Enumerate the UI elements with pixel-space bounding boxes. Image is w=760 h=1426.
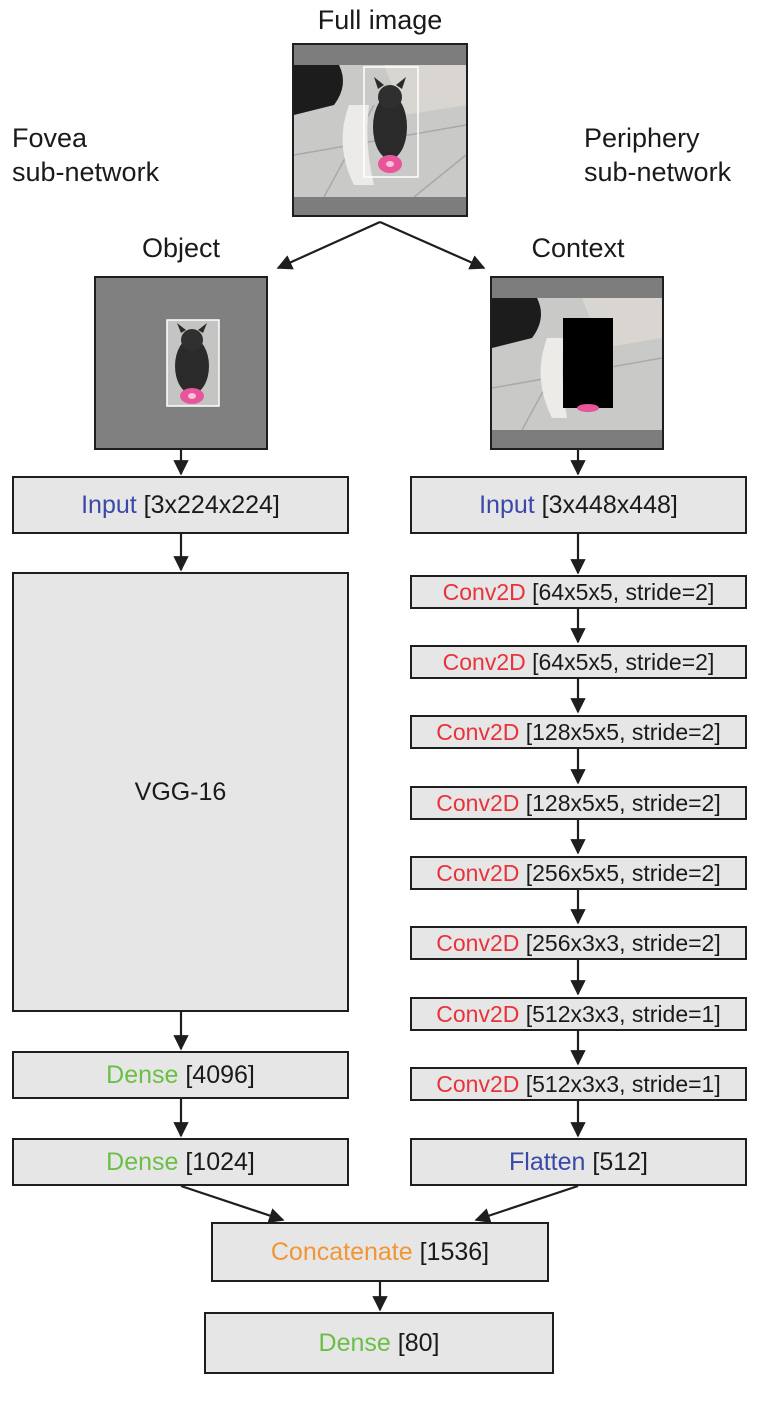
conv-spec: [256x3x3, stride=2]	[519, 929, 721, 956]
conv-layer-5: Conv2D [256x5x5, stride=2]	[410, 856, 747, 890]
conv-kind: Conv2D	[436, 859, 520, 886]
arrow-flatten-to-concat	[474, 1184, 579, 1223]
final-dense-box: Dense [80]	[204, 1312, 554, 1374]
arrow-full-to-object	[276, 220, 381, 270]
fovea-dense2-kind: Dense	[106, 1147, 179, 1176]
concatenate-kind: Concatenate	[270, 1237, 413, 1266]
final-dense-spec: [80]	[390, 1328, 440, 1357]
vgg16-label: VGG-16	[134, 777, 227, 806]
conv-layer-3: Conv2D [128x5x5, stride=2]	[410, 715, 747, 749]
conv-layer-1: Conv2D [64x5x5, stride=2]	[410, 575, 747, 609]
vgg16-box: VGG-16	[12, 572, 349, 1012]
conv-kind: Conv2D	[442, 648, 526, 675]
conv-kind: Conv2D	[436, 1070, 520, 1097]
conv-spec: [64x5x5, stride=2]	[525, 578, 715, 605]
conv-spec: [512x3x3, stride=1]	[519, 1000, 721, 1027]
concatenate-spec: [1536]	[412, 1237, 490, 1266]
conv-kind: Conv2D	[436, 718, 520, 745]
context-illustration	[492, 278, 662, 448]
flatten-box: Flatten [512]	[410, 1138, 747, 1186]
concatenate-box: Concatenate [1536]	[211, 1222, 549, 1282]
context-title: Context	[531, 233, 625, 263]
conv-spec: [128x5x5, stride=2]	[519, 718, 721, 745]
fovea-input-kind: Input	[81, 490, 137, 519]
periphery-input-spec: [3x448x448]	[534, 490, 678, 519]
periphery-input-kind: Input	[479, 490, 535, 519]
conv-spec: [64x5x5, stride=2]	[525, 648, 715, 675]
conv-kind: Conv2D	[436, 929, 520, 956]
arrow-dense2-to-concat	[180, 1184, 285, 1223]
context-photo	[490, 276, 664, 450]
conv-layer-8: Conv2D [512x3x3, stride=1]	[410, 1067, 747, 1101]
fovea-dense2-box: Dense [1024]	[12, 1138, 349, 1186]
full-image-illustration	[294, 45, 466, 215]
periphery-input-box: Input [3x448x448]	[410, 476, 747, 534]
fovea-title: Fovea sub-network	[12, 123, 160, 187]
full-image-photo	[292, 43, 468, 217]
full-image-title: Full image	[317, 5, 443, 35]
fovea-dense1-box: Dense [4096]	[12, 1051, 349, 1099]
fovea-dense2-spec: [1024]	[178, 1147, 255, 1176]
final-dense-kind: Dense	[318, 1328, 391, 1357]
arrow-full-to-context	[379, 220, 486, 270]
conv-layer-2: Conv2D [64x5x5, stride=2]	[410, 645, 747, 679]
conv-layer-4: Conv2D [128x5x5, stride=2]	[410, 786, 747, 820]
conv-kind: Conv2D	[442, 578, 526, 605]
conv-spec: [128x5x5, stride=2]	[519, 789, 721, 816]
fovea-input-box: Input [3x224x224]	[12, 476, 349, 534]
conv-spec: [256x5x5, stride=2]	[519, 859, 721, 886]
conv-spec: [512x3x3, stride=1]	[519, 1070, 721, 1097]
flatten-kind: Flatten	[509, 1147, 586, 1176]
fovea-dense1-kind: Dense	[106, 1060, 179, 1089]
object-title: Object	[141, 233, 221, 263]
conv-kind: Conv2D	[436, 1000, 520, 1027]
object-illustration	[96, 278, 266, 448]
periphery-title: Periphery sub-network	[584, 123, 732, 187]
conv-layer-6: Conv2D [256x3x3, stride=2]	[410, 926, 747, 960]
fovea-dense1-spec: [4096]	[178, 1060, 255, 1089]
conv-kind: Conv2D	[436, 789, 520, 816]
conv-layer-7: Conv2D [512x3x3, stride=1]	[410, 997, 747, 1031]
flatten-spec: [512]	[585, 1147, 648, 1176]
fovea-input-spec: [3x224x224]	[136, 490, 280, 519]
object-photo	[94, 276, 268, 450]
